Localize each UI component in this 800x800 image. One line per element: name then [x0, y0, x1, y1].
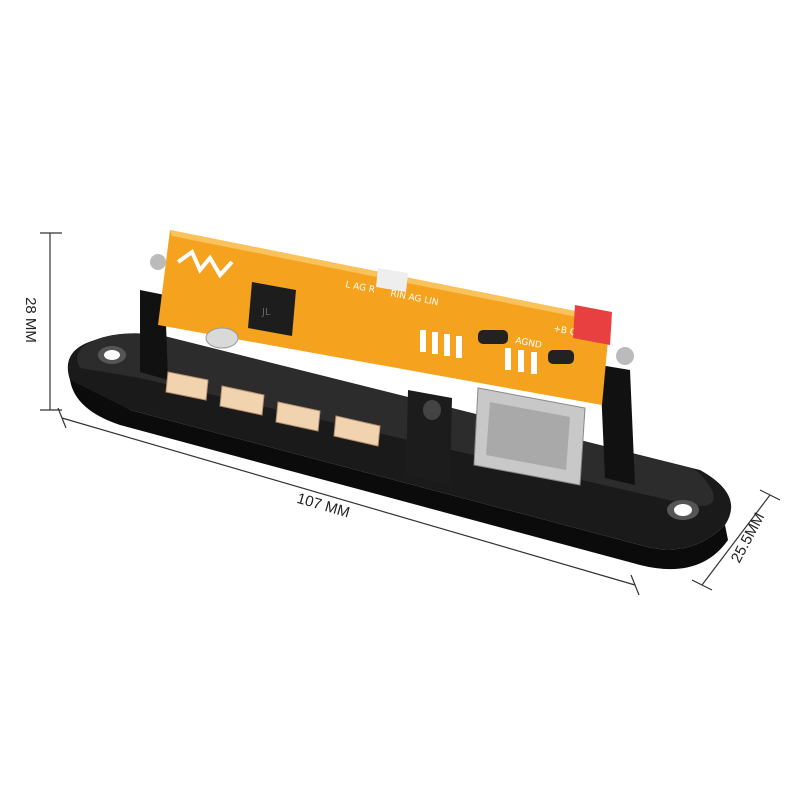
main-chip: JL	[248, 282, 296, 336]
audio-jack	[406, 390, 452, 485]
screw-left	[150, 254, 166, 270]
diode	[478, 330, 508, 344]
depth-label: 25.5MM	[728, 510, 768, 566]
white-header	[376, 268, 408, 292]
height-label: 28 MM	[22, 297, 39, 343]
button-connectors	[165, 371, 381, 447]
svg-text:JL: JL	[261, 307, 271, 318]
height-dimension	[40, 232, 62, 411]
length-dimension	[57, 407, 640, 596]
ir-receiver	[573, 305, 612, 345]
antenna-trace	[176, 248, 234, 279]
depth-dimension	[691, 489, 781, 591]
screw-right	[616, 347, 634, 365]
crystal	[205, 327, 239, 349]
